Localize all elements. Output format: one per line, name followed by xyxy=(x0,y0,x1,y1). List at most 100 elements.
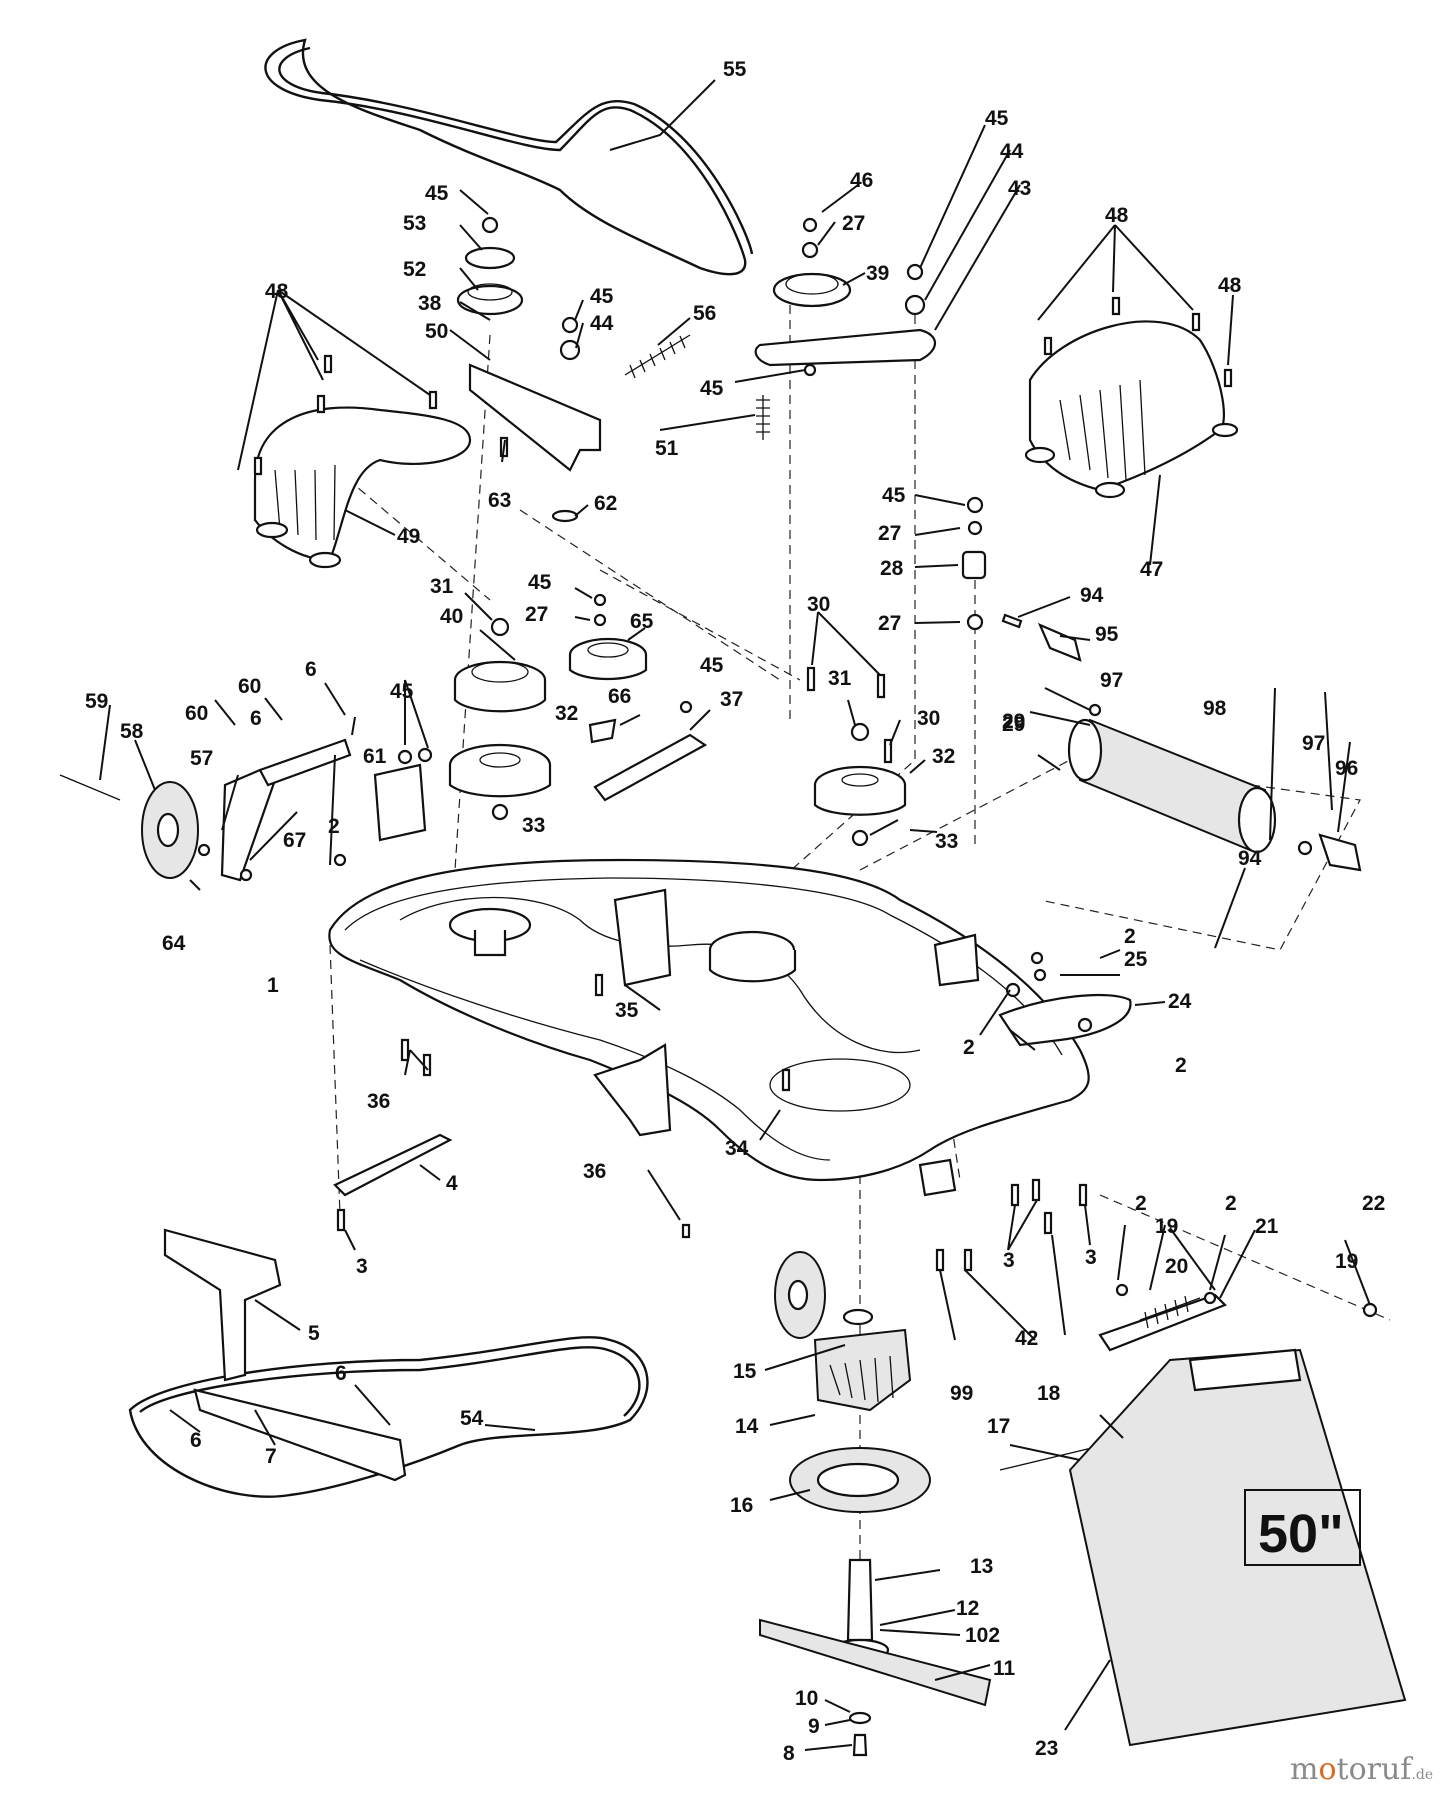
callout-label: 1 xyxy=(267,974,279,997)
callout-label: 30 xyxy=(807,593,830,616)
callout-label: 57 xyxy=(190,747,213,770)
callout-label: 29 xyxy=(1002,713,1025,736)
callout-label: 23 xyxy=(1035,1737,1058,1760)
callout-label: 50 xyxy=(425,320,448,343)
callout-label: 10 xyxy=(795,1687,818,1710)
callout-label: 45 xyxy=(425,182,449,205)
callout-label: 9 xyxy=(808,1715,820,1738)
callout-label: 37 xyxy=(720,688,743,711)
callout-label: 58 xyxy=(120,720,144,743)
deck-bracket-right xyxy=(933,933,980,987)
callout-label: 6 xyxy=(250,707,262,730)
callout-label: 6 xyxy=(190,1429,202,1452)
idler-arm-37 xyxy=(593,733,708,802)
callout-label: 63 xyxy=(488,489,511,512)
callout-label: 31 xyxy=(828,667,852,690)
callout-label: 56 xyxy=(693,302,716,325)
washer-53 xyxy=(464,246,516,270)
bolt-59 xyxy=(59,774,121,801)
spring-20 xyxy=(1139,1295,1201,1329)
callout-label: 45 xyxy=(700,654,724,677)
callout-label: 95 xyxy=(1095,623,1119,646)
idler-bracket-50 xyxy=(468,363,602,472)
idler-pulley-65 xyxy=(568,637,648,681)
callout-label: 2 xyxy=(1124,925,1136,948)
mower-deck-1 xyxy=(328,858,1090,1182)
bolt-8 xyxy=(852,1733,868,1757)
washer-9 xyxy=(848,1711,872,1725)
callout-label: 6 xyxy=(335,1362,347,1385)
callout-label: 35 xyxy=(615,999,639,1022)
callout-label: 98 xyxy=(1203,697,1227,720)
callout-label: 3 xyxy=(356,1255,368,1278)
deck-bracket-front xyxy=(918,1158,957,1197)
wheel-bracket-57 xyxy=(220,768,277,882)
callout-label: 2 xyxy=(1135,1192,1147,1215)
callout-label: 99 xyxy=(950,1382,973,1405)
callout-label: 24 xyxy=(1168,990,1192,1013)
spring-bracket-19 xyxy=(1098,1293,1227,1352)
callout-label: 59 xyxy=(85,690,108,713)
callout-label: 27 xyxy=(525,603,548,626)
callout-label: 45 xyxy=(882,484,906,507)
callout-label: 53 xyxy=(403,212,426,235)
callout-label: 7 xyxy=(265,1445,277,1468)
deck-belt-55-inner xyxy=(278,46,754,255)
callout-label: 2 xyxy=(1225,1192,1237,1215)
idler-pulley-39 xyxy=(772,272,852,308)
callout-label: 2 xyxy=(963,1036,975,1059)
deck-belt-55 xyxy=(264,38,747,276)
callout-label: 40 xyxy=(440,605,463,628)
deck-bracket-center xyxy=(613,888,672,987)
callout-label: 94 xyxy=(1238,847,1262,870)
callout-label: 46 xyxy=(850,169,873,192)
washer-62 xyxy=(551,509,579,523)
watermark-suffix: .de xyxy=(1411,1767,1434,1783)
pulley-40 xyxy=(453,660,547,713)
callout-label: 60 xyxy=(238,675,261,698)
front-wheel xyxy=(774,1251,826,1339)
pulley-32-left xyxy=(448,743,552,798)
callout-label: 27 xyxy=(842,212,865,235)
callout-label: 55 xyxy=(723,58,747,81)
pulley-deck-right xyxy=(708,930,797,983)
idler-arm-43 xyxy=(754,328,937,367)
gauge-wheel-58 xyxy=(141,781,199,879)
pulley-32-right xyxy=(813,765,907,816)
callout-label: 3 xyxy=(1003,1249,1015,1272)
watermark-name-o: o xyxy=(1318,1752,1337,1787)
callout-label: 4 xyxy=(446,1172,458,1195)
callout-label: 45 xyxy=(528,571,552,594)
callout-label: 61 xyxy=(363,745,387,768)
callout-label: 33 xyxy=(522,814,545,837)
callout-label: 13 xyxy=(970,1555,993,1578)
callout-label: 29 xyxy=(1002,710,1025,733)
spring-51 xyxy=(756,395,770,440)
callout-label: 66 xyxy=(608,685,631,708)
callout-label: 45 xyxy=(590,285,614,308)
callout-label: 49 xyxy=(397,525,420,548)
bracket-5 xyxy=(163,1228,282,1382)
wheel-bracket-57b xyxy=(258,738,352,787)
callout-label: 14 xyxy=(735,1415,759,1438)
callout-labels: 55 45 46 27 39 45 44 43 48 48 53 52 38 5… xyxy=(85,58,1385,1765)
callout-label: 18 xyxy=(1037,1382,1061,1405)
callout-label: 45 xyxy=(390,680,414,703)
deck-size-badge: 50" xyxy=(1258,1504,1344,1564)
callout-label: 19 xyxy=(1335,1250,1358,1273)
callout-label: 33 xyxy=(935,830,958,853)
callout-label: 42 xyxy=(1015,1327,1038,1350)
callout-label: 43 xyxy=(1008,177,1031,200)
fasteners xyxy=(197,216,1378,1318)
callout-label: 21 xyxy=(1255,1215,1279,1238)
callout-label: 45 xyxy=(700,377,724,400)
deflector-23: 50" xyxy=(1068,1348,1407,1747)
callout-label: 3 xyxy=(1085,1246,1097,1269)
bracket-61 xyxy=(373,763,427,842)
spindle-left xyxy=(448,907,532,957)
callout-label: 67 xyxy=(283,829,306,852)
site-watermark: motoruf.de xyxy=(1290,1752,1433,1787)
callout-label: 64 xyxy=(162,932,186,955)
callout-label: 44 xyxy=(1000,140,1024,163)
